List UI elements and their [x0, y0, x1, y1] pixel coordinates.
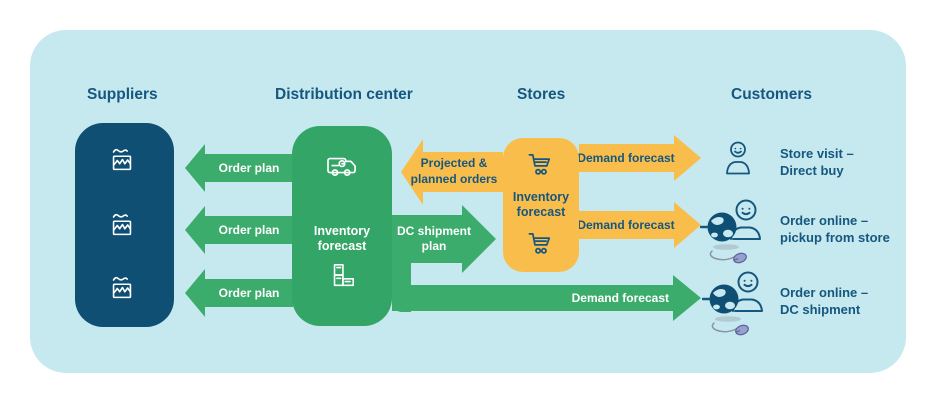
customer-label-store-visit: Store visit – Direct buy	[780, 146, 854, 179]
arrow-label: DC shipment plan	[392, 224, 476, 254]
customer-label-line2: pickup from store	[780, 229, 890, 245]
globe-person-icon	[700, 195, 766, 267]
arrow-head-left-icon	[185, 206, 205, 254]
diagram-panel	[30, 30, 906, 373]
order-plan-arrow-2: Order plan	[185, 206, 293, 254]
customer-label-line1: Order online –	[780, 285, 869, 300]
arrow-body	[392, 215, 462, 263]
arrow-label: Order plan	[205, 154, 293, 182]
globe-person-icon	[702, 267, 768, 339]
arrow-label-line2: planned orders	[410, 171, 498, 186]
arrow-label-line1: Projected &	[420, 156, 488, 170]
heading-suppliers: Suppliers	[87, 86, 158, 103]
factory-icon	[107, 273, 137, 303]
factory-icon	[107, 210, 137, 240]
mouse-icon	[735, 324, 749, 336]
arrow-label: Demand forecast	[577, 218, 675, 232]
demand-forecast-arrow-pickup: Demand forecast	[577, 202, 701, 248]
shopping-cart-icon	[527, 151, 554, 177]
arrow-label: Order plan	[205, 279, 293, 307]
stores-inventory-forecast-label: Inventory forecast	[512, 190, 570, 219]
delivery-truck-icon	[323, 152, 361, 180]
dc-shipment-plan-arrow: DC shipment plan	[392, 205, 496, 273]
heading-distribution-center: Distribution center	[275, 86, 413, 103]
arrow-head-right-icon	[462, 205, 496, 273]
customer-label-line1: Store visit –	[780, 146, 854, 161]
heading-customers: Customers	[731, 86, 812, 103]
arrow-label-line2: plan	[421, 239, 447, 253]
factory-icon	[107, 145, 137, 175]
dc-demand-bar	[392, 285, 673, 311]
arrow-label: Order plan	[205, 216, 293, 244]
arrow-label: Demand forecast	[577, 151, 675, 165]
arrow-head-right-icon	[674, 202, 701, 248]
arrow-body	[579, 144, 674, 172]
warehouse-boxes-icon	[327, 262, 357, 290]
arrow-label-line1: DC shipment	[396, 224, 471, 238]
order-plan-arrow-1: Order plan	[185, 144, 293, 192]
dc-inventory-forecast-label: Inventory forecast	[313, 224, 371, 253]
arrow-label: Demand forecast	[571, 291, 669, 305]
order-plan-arrow-3: Order plan	[185, 269, 293, 317]
heading-stores: Stores	[517, 86, 566, 103]
customer-label-order-online-dc: Order online – DC shipment	[780, 285, 868, 318]
stores-box	[503, 138, 579, 272]
arrow-head-left-icon	[185, 144, 205, 192]
arrow-body	[423, 152, 503, 192]
person-icon	[723, 139, 753, 177]
customer-label-line2: DC shipment	[780, 301, 861, 317]
customer-label-order-online-pickup: Order online – pickup from store	[780, 213, 890, 246]
shopping-cart-icon	[527, 230, 554, 256]
demand-forecast-arrow-store: Demand forecast	[577, 135, 701, 181]
arrow-label: Projected & planned orders	[406, 156, 502, 187]
arrow-head-right-icon	[673, 275, 701, 321]
customer-label-line2: Direct buy	[780, 162, 844, 178]
arrow-body	[579, 211, 674, 239]
arrow-head-left-icon	[401, 139, 423, 205]
arrow-head-left-icon	[185, 269, 205, 317]
mouse-icon	[733, 252, 747, 264]
projected-planned-orders-arrow: Projected & planned orders	[401, 139, 503, 205]
arrow-head-right-icon	[674, 135, 701, 181]
customer-label-line1: Order online –	[780, 213, 869, 228]
